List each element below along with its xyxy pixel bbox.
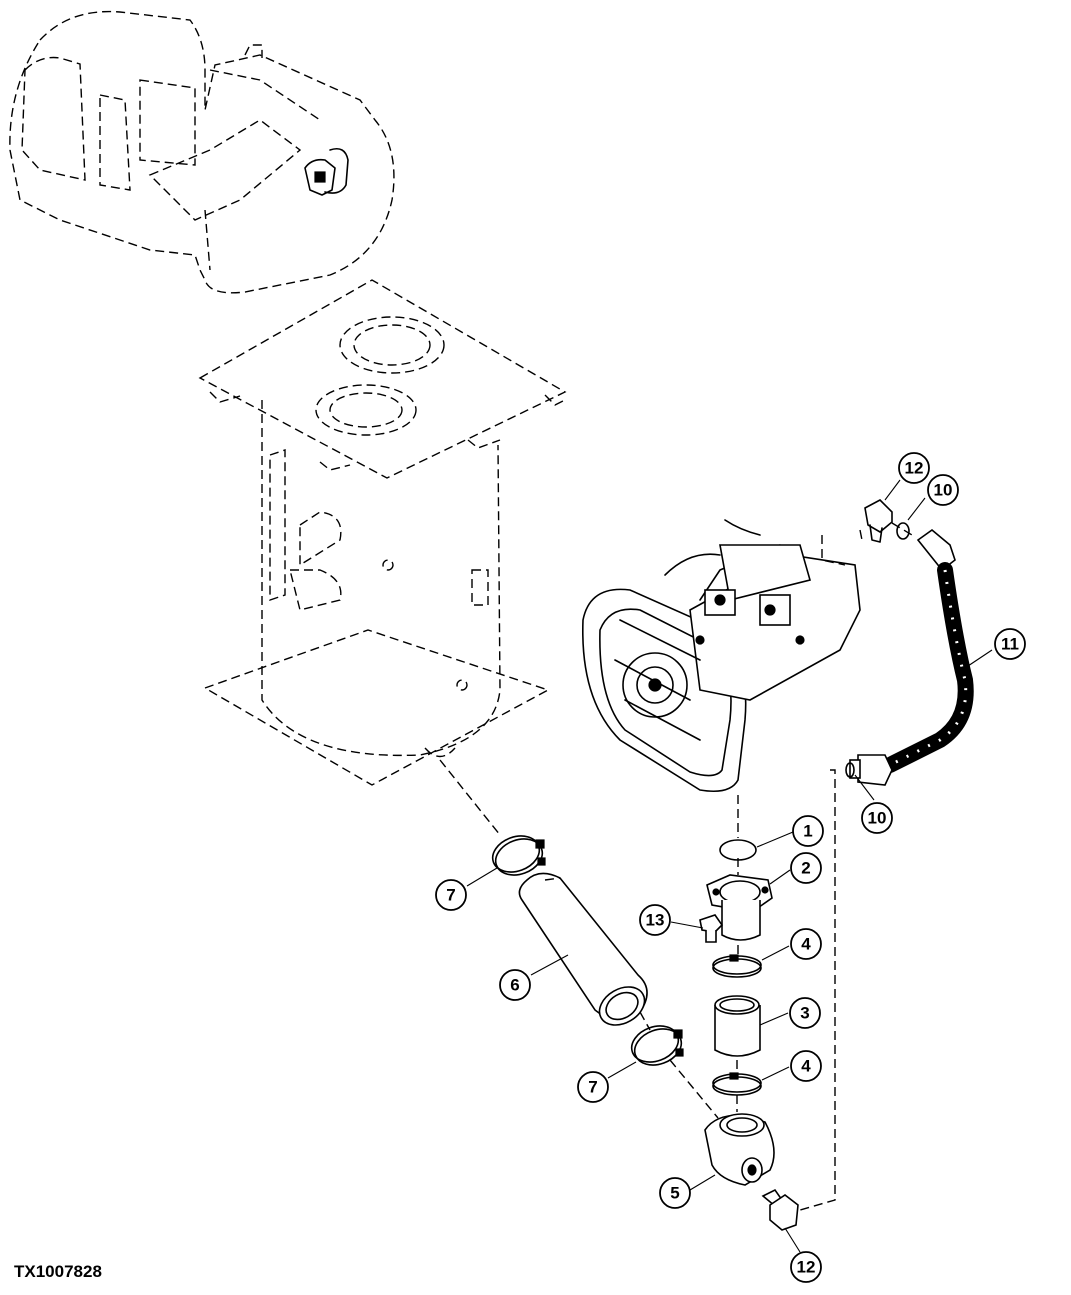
callout-4-lower: 4 [790, 1050, 822, 1082]
callout-1-label: 1 [803, 822, 812, 841]
callout-1: 1 [792, 815, 824, 847]
callout-12-lower: 12 [790, 1251, 822, 1283]
hose-sleeve-3 [714, 995, 761, 1057]
callout-6: 6 [499, 969, 531, 1001]
callout-6-label: 6 [510, 976, 519, 995]
hose-11 [849, 528, 974, 786]
hydraulic-tank [198, 279, 567, 786]
connector-lines [439, 522, 913, 1211]
callout-13-label: 13 [646, 911, 665, 930]
o-ring-1 [719, 839, 757, 861]
callout-10-lower: 10 [861, 802, 893, 834]
callout-5: 5 [659, 1177, 691, 1209]
callout-5-label: 5 [670, 1184, 679, 1203]
callout-4-lower-label: 4 [801, 1057, 811, 1076]
callout-4-upper: 4 [790, 928, 822, 960]
callout-11-label: 11 [1001, 635, 1019, 654]
clamp-4-upper [712, 954, 762, 978]
callout-10-upper-label: 10 [934, 481, 953, 500]
callout-3: 3 [789, 997, 821, 1029]
figure-id: TX1007828 [14, 1262, 102, 1281]
callout-10-upper: 10 [927, 474, 959, 506]
clamp-4-lower [712, 1072, 762, 1096]
leader-lines [466, 479, 993, 1253]
callout-12-lower-label: 12 [797, 1258, 816, 1277]
callout-2-label: 2 [801, 859, 810, 878]
fitting-12-top [864, 499, 893, 543]
o-ring-10-top [896, 522, 910, 540]
callout-3-label: 3 [800, 1004, 809, 1023]
clamp-7-lower [630, 1025, 684, 1066]
hose-6 [518, 872, 648, 1026]
callout-12-upper: 12 [898, 452, 930, 484]
callout-10-lower-label: 10 [868, 809, 887, 828]
fitting-12-bottom [761, 1188, 799, 1231]
o-ring-10-bottom [845, 762, 855, 778]
bolt-13 [699, 914, 724, 943]
callout-7-upper: 7 [435, 879, 467, 911]
flange-2 [706, 874, 773, 941]
callout-11: 11 [994, 628, 1026, 660]
excavator-upperstructure [9, 10, 395, 294]
callout-7-lower-label: 7 [588, 1078, 597, 1097]
elbow-5 [704, 1113, 775, 1186]
callout-13: 13 [639, 904, 671, 936]
callout-4-upper-label: 4 [801, 935, 811, 954]
callout-2: 2 [790, 852, 822, 884]
callout-12-upper-label: 12 [905, 459, 924, 478]
hydraulic-pump [581, 519, 861, 793]
callout-7-upper-label: 7 [446, 886, 455, 905]
callout-7-lower: 7 [577, 1071, 609, 1103]
clamp-7-upper [491, 835, 546, 876]
